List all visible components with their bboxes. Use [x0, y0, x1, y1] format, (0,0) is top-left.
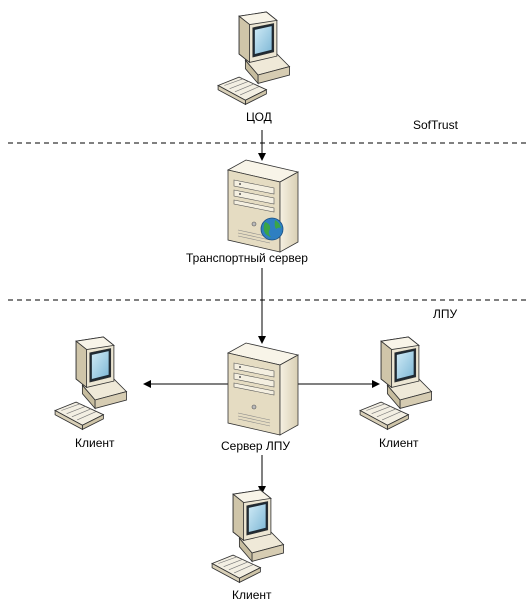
node-label-cod: ЦОД [246, 110, 272, 124]
node-label-client-bottom: Клиент [232, 588, 272, 602]
globe-icon [260, 217, 284, 241]
node-label-lpu-server: Сервер ЛПУ [221, 439, 291, 453]
node-label-client-left: Клиент [75, 436, 115, 450]
node-label-client-right: Клиент [379, 436, 419, 450]
client-bottom-workstation-icon[interactable] [211, 489, 285, 583]
cod-workstation-icon[interactable] [217, 11, 291, 105]
zone-label-softrust: SofTrust [413, 118, 458, 132]
lpu-server-icon[interactable] [227, 342, 299, 436]
zone-label-lpu: ЛПУ [433, 307, 458, 321]
node-label-transport-server: Транспортный сервер [186, 251, 308, 265]
client-left-workstation-icon[interactable] [54, 336, 128, 430]
transport-server-icon[interactable] [227, 159, 299, 253]
client-right-workstation-icon[interactable] [359, 336, 433, 430]
